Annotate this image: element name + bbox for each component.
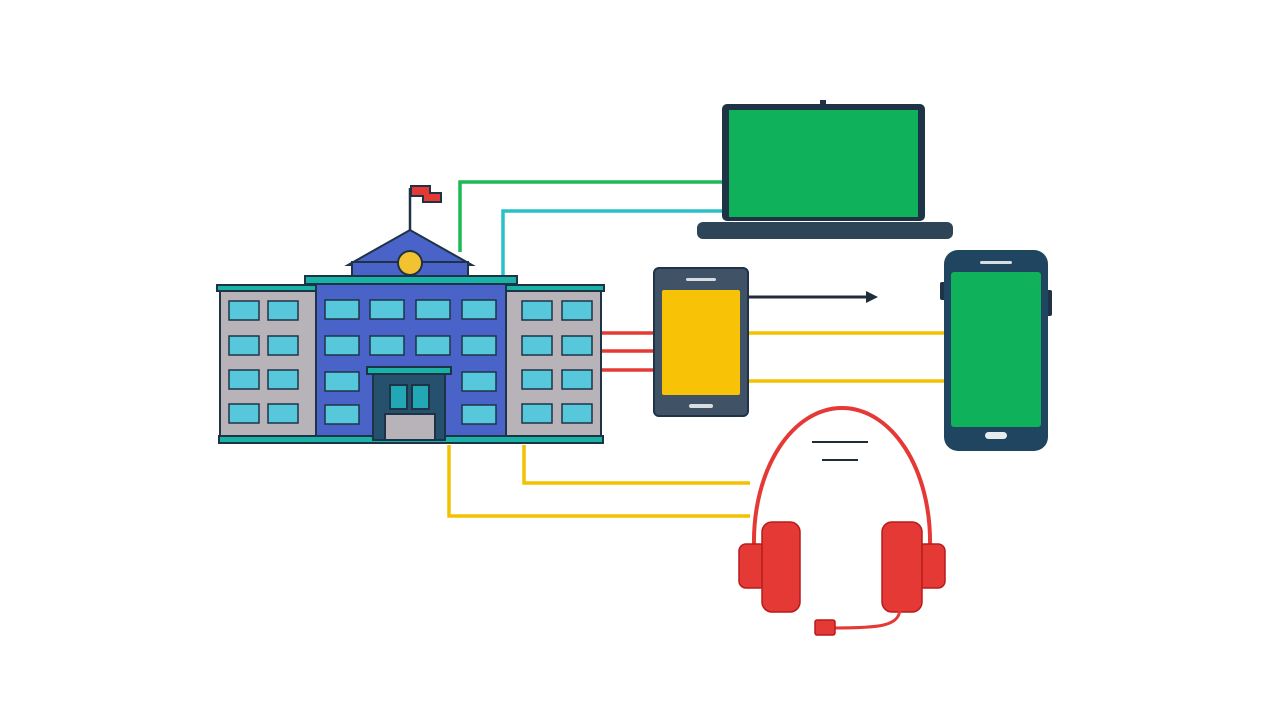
connection-school-headset-yellow-2 bbox=[447, 445, 750, 518]
laptop-screen bbox=[729, 110, 918, 217]
left-wing-windows bbox=[228, 300, 299, 424]
smartphone-icon bbox=[940, 250, 1052, 451]
laptop-camera bbox=[820, 100, 826, 105]
tablet-home-bar bbox=[689, 404, 713, 408]
clock-icon bbox=[397, 250, 423, 276]
laptop-base bbox=[697, 222, 953, 239]
entrance-door bbox=[384, 413, 436, 441]
entrance-window-left bbox=[389, 384, 408, 410]
connection-school-laptop-green bbox=[458, 180, 722, 252]
headset-band bbox=[751, 405, 933, 549]
headset-earcup-left bbox=[761, 521, 801, 613]
headset-icon bbox=[738, 405, 946, 636]
center-roof bbox=[304, 275, 518, 285]
connection-school-headset-yellow-1 bbox=[522, 445, 750, 485]
right-wing-windows bbox=[521, 300, 593, 424]
connection-school-laptop-teal bbox=[501, 209, 722, 278]
phone-speaker bbox=[980, 261, 1012, 264]
right-wing-roof bbox=[501, 284, 605, 292]
tablet-icon bbox=[653, 267, 749, 417]
entrance-window-right bbox=[411, 384, 430, 410]
left-wing-roof bbox=[216, 284, 322, 292]
phone-home-button bbox=[985, 432, 1007, 439]
connections bbox=[447, 180, 944, 518]
school-building-icon bbox=[216, 185, 605, 444]
tablet-screen bbox=[662, 290, 740, 395]
headset-mic-boom bbox=[833, 609, 902, 630]
headset-earcup-right bbox=[881, 521, 923, 613]
headset-mic-icon bbox=[814, 619, 836, 636]
center-windows bbox=[324, 299, 497, 425]
entrance-canopy bbox=[366, 366, 452, 375]
phone-screen bbox=[951, 272, 1041, 427]
arrow-head-icon bbox=[866, 291, 878, 303]
flag-icon bbox=[410, 185, 442, 203]
laptop-icon bbox=[697, 100, 953, 239]
tablet-speaker bbox=[686, 278, 716, 281]
